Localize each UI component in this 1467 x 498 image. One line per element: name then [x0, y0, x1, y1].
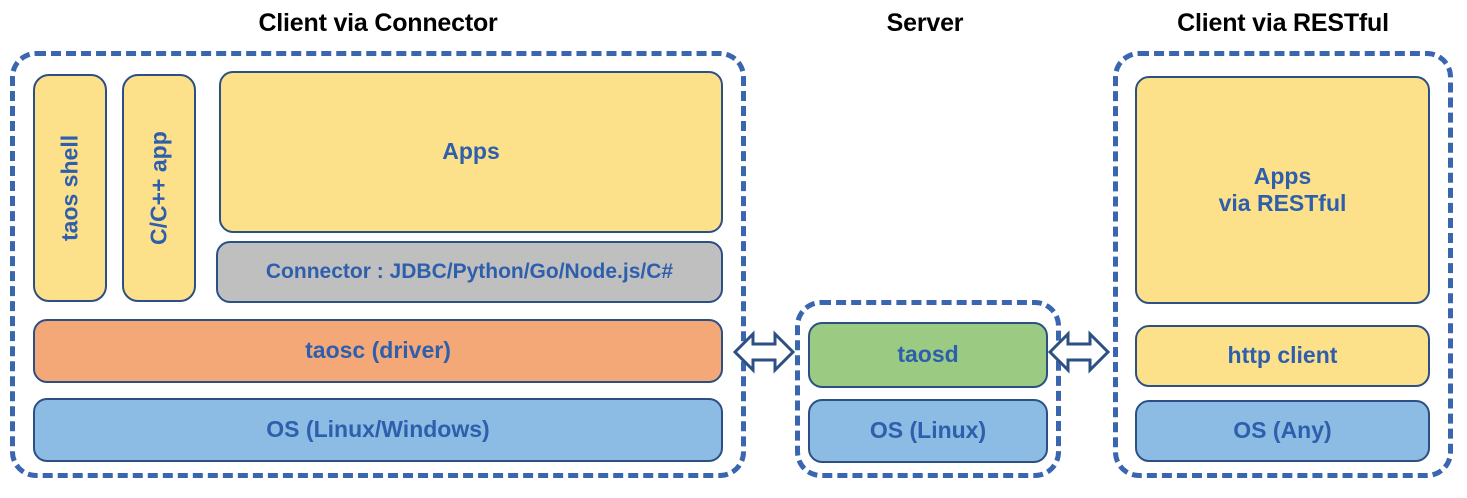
box-c-cpp-app[interactable]: C/C++ app: [122, 74, 196, 302]
box-os-linux-windows[interactable]: OS (Linux/Windows): [33, 398, 723, 462]
box-os-linux[interactable]: OS (Linux): [808, 399, 1048, 463]
box-os-any[interactable]: OS (Any): [1135, 400, 1430, 462]
section-title-server: Server: [886, 9, 964, 37]
box-apps-via-restful-line1: Apps: [1253, 162, 1312, 189]
box-http-client[interactable]: http client: [1135, 325, 1430, 387]
section-title-client-connector: Client via Connector: [258, 9, 498, 37]
box-taosd[interactable]: taosd: [808, 322, 1048, 388]
group-client-via-restful: [1113, 51, 1453, 478]
box-taos-shell[interactable]: taos shell: [33, 74, 107, 302]
box-apps-via-restful-line2: via RESTful: [1218, 190, 1347, 216]
box-taosc-driver[interactable]: taosc (driver): [33, 319, 723, 383]
section-title-client-restful: Client via RESTful: [1177, 9, 1389, 37]
double-headed-arrow-left: [732, 326, 796, 378]
double-headed-arrow-right: [1047, 326, 1111, 378]
group-client-via-connector: [10, 51, 746, 478]
group-server: [795, 300, 1061, 478]
box-apps-via-restful[interactable]: Apps via RESTful: [1135, 76, 1430, 304]
box-connector-list[interactable]: Connector : JDBC/Python/Go/Node.js/C#: [216, 241, 723, 303]
box-apps-connector[interactable]: Apps: [219, 71, 723, 233]
